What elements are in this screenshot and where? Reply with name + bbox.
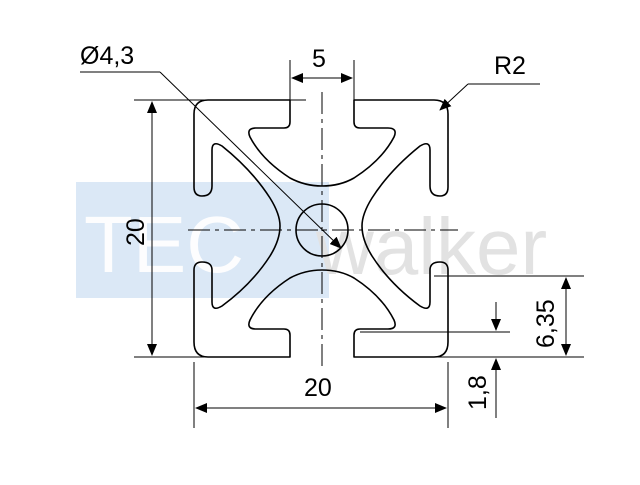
watermark-text-right: walker [315, 202, 547, 291]
label-corner-radius: R2 [494, 52, 526, 80]
watermark: TEC walker [76, 182, 547, 298]
dimension-lines [80, 71, 571, 418]
label-hole-diameter: Ø4,3 [80, 42, 134, 70]
extension-lines [134, 60, 584, 428]
label-slot-depth: 6,35 [532, 299, 560, 348]
leader-radius-diag [439, 83, 469, 111]
watermark-box [76, 182, 329, 298]
watermark-text-left: TEC [84, 200, 244, 289]
label-slot-width: 5 [312, 45, 326, 73]
leader-diameter-diag [159, 71, 342, 249]
label-height: 20 [122, 218, 150, 246]
label-width: 20 [304, 374, 332, 402]
label-wall-thickness: 1,8 [464, 375, 492, 410]
dimension-labels: Ø4,3 5 R2 20 20 6,35 1,8 [80, 42, 560, 410]
